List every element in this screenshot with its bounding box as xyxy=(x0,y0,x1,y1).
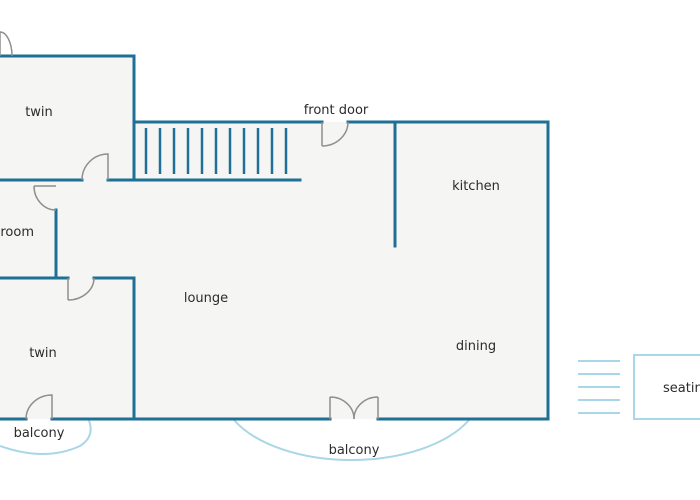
door-twin-top-entry xyxy=(0,31,13,57)
label-kitchen: kitchen xyxy=(452,179,500,194)
door-front xyxy=(321,121,349,147)
label-twin-bottom: twin xyxy=(29,346,57,361)
label-seating: seatin xyxy=(663,381,700,396)
doors xyxy=(0,31,379,420)
floor-areas xyxy=(0,56,548,419)
door-twin-bottom xyxy=(67,277,95,301)
balcony-main-outline xyxy=(233,419,470,462)
door-balcony-main-right xyxy=(353,396,379,420)
label-dining: dining xyxy=(456,339,496,354)
label-bathroom: room xyxy=(0,225,34,240)
door-bathroom xyxy=(33,185,57,211)
walls xyxy=(0,54,550,421)
staircase xyxy=(144,128,288,174)
label-balcony-small: balcony xyxy=(14,426,65,441)
door-twin-top xyxy=(81,153,109,181)
label-twin-top: twin xyxy=(25,105,53,120)
label-lounge: lounge xyxy=(184,291,228,306)
balcony-small-outline xyxy=(0,417,92,455)
door-balcony-small xyxy=(25,394,53,420)
label-balcony-main: balcony xyxy=(329,443,380,458)
label-front-door: front door xyxy=(304,103,369,118)
outdoor-area xyxy=(578,354,700,420)
